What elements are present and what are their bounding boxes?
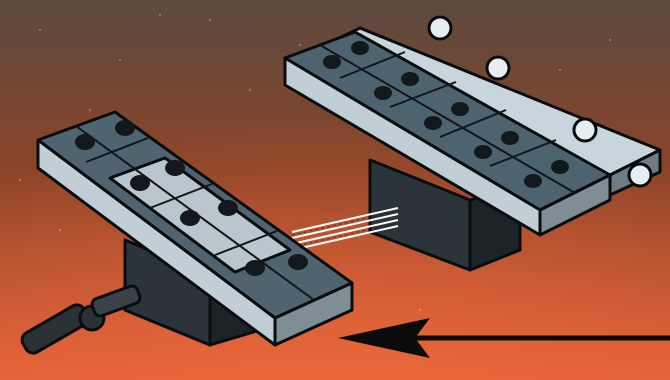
instruction-step-canvas [0,0,670,380]
illustration [0,0,670,380]
